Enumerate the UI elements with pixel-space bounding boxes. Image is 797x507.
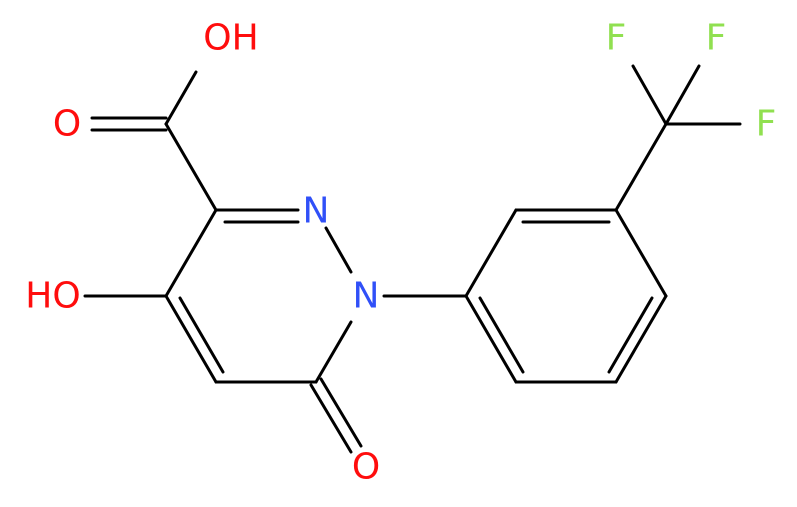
bond-c6-o-2 bbox=[319, 377, 363, 448]
atom-f2: F bbox=[706, 18, 727, 59]
bond-c1p-c2p bbox=[464, 208, 518, 298]
bond-cacid-oh bbox=[164, 70, 198, 126]
bond-c3p-c4p bbox=[614, 208, 668, 298]
bond-c3p-ccf3 bbox=[614, 122, 668, 212]
bond-c6p-c1p-2 bbox=[478, 296, 525, 374]
atom-f1: F bbox=[606, 18, 627, 59]
atom-oh-acid: OH bbox=[203, 18, 258, 59]
bond-c3-cacid bbox=[164, 122, 218, 212]
bond-n2-n1 bbox=[324, 226, 353, 274]
bond-c6-o-1 bbox=[309, 383, 353, 454]
bond-c4p-c5p-2 bbox=[607, 296, 654, 374]
atom-ho-ring: HO bbox=[25, 276, 80, 317]
atom-n2: N bbox=[303, 191, 330, 232]
atom-labels: OH O N N HO O F F F bbox=[25, 18, 776, 488]
atom-o-keto: O bbox=[352, 447, 380, 488]
bond-c3-c4 bbox=[164, 208, 218, 298]
bond-c4-c5-2 bbox=[178, 296, 225, 374]
atom-o-acid: O bbox=[53, 104, 81, 145]
bond-c4p-c5p-1 bbox=[614, 294, 668, 384]
bond-c6p-c1p-1 bbox=[464, 294, 518, 384]
bond-c4-c5-1 bbox=[164, 294, 218, 384]
bond-ccf3-f1 bbox=[631, 64, 668, 126]
atom-f3: F bbox=[756, 104, 777, 145]
bond-ccf3-f2 bbox=[664, 64, 701, 126]
bond-c6-n1 bbox=[314, 320, 353, 384]
atom-n1: N bbox=[353, 276, 380, 317]
bonds bbox=[83, 64, 742, 454]
